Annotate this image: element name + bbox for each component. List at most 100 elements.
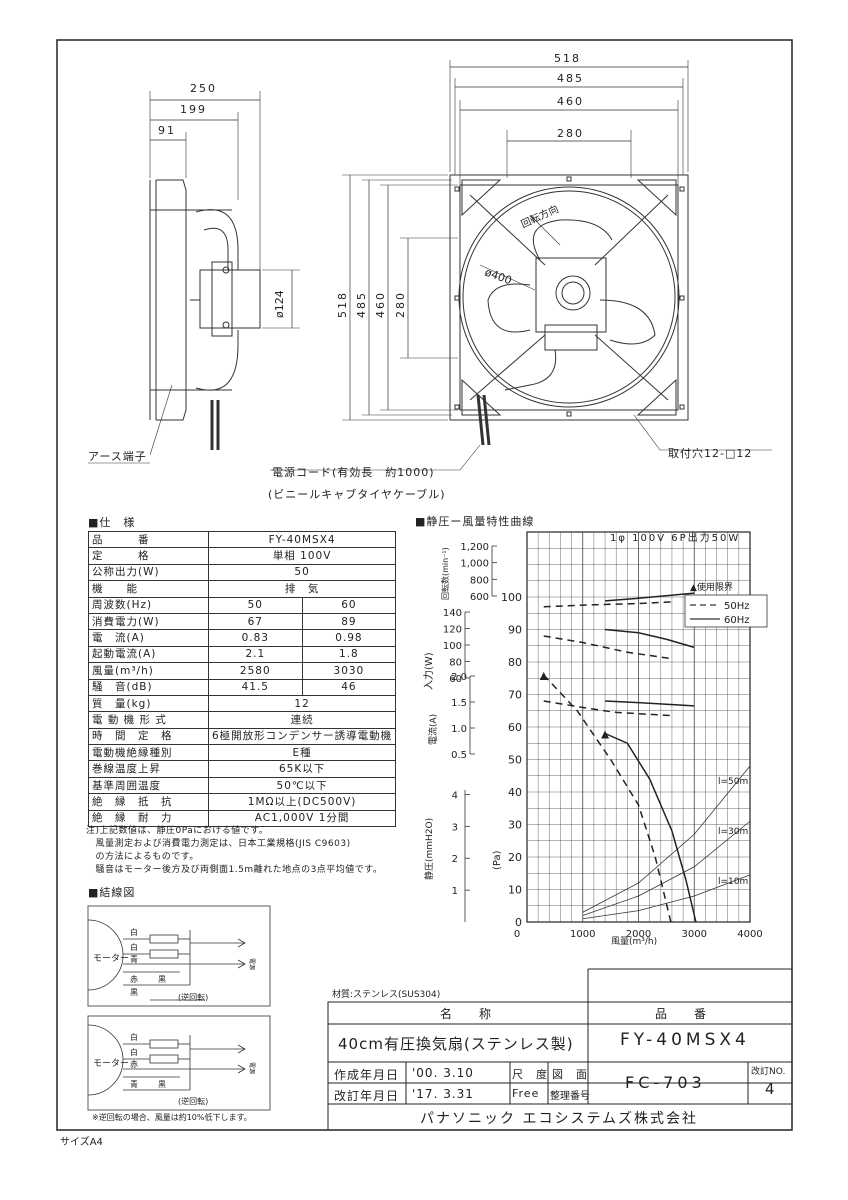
rpm-tick-label: 800	[470, 575, 489, 586]
spec-value-60hz: 60	[301, 596, 397, 614]
tb-arrange-label: 整理番号	[550, 1091, 590, 1102]
spec-notes: 注)上記数値は、静圧0Paにおける値です。 風量測定および消費電力測定は、日本工…	[86, 825, 382, 877]
pa-tick-label: 50	[508, 754, 522, 767]
wiring-white-3: 白	[130, 1032, 138, 1042]
spec-label: 基準周囲温度	[88, 776, 209, 795]
x-axis-label: 風量(m³/h)	[611, 936, 657, 947]
watt-tick-label: 120	[443, 625, 462, 636]
spec-value: E種	[207, 744, 397, 762]
wiring-black-1b: 黒	[158, 975, 166, 984]
legend-box	[684, 594, 768, 628]
spec-value-50hz: 41.5	[208, 678, 303, 696]
spec-value-60hz: 46	[301, 678, 397, 696]
spec-label: 時 間 定 格	[88, 727, 209, 746]
spec-label: 電 流(A)	[88, 629, 209, 647]
watt-tick-label: 140	[443, 608, 462, 619]
tb-revised-date: '17. 3.31	[412, 1087, 474, 1101]
wiring-white-4: 白	[130, 1047, 138, 1057]
series-60Hz-pressure-line	[604, 732, 697, 923]
tb-revised-label: 改訂年月日	[334, 1089, 400, 1103]
tb-drawing-label: 図 面	[552, 1068, 588, 1081]
spec-label: 定 格	[88, 547, 209, 565]
front-dim-left-4: 280	[394, 291, 407, 318]
x-tick-label: 4000	[737, 929, 762, 940]
limit-marker	[601, 730, 610, 739]
spec-value: 1MΩ以上(DC500V)	[207, 793, 397, 811]
mmh2o-tick-label: 2	[452, 854, 458, 865]
tb-scale: Free	[512, 1087, 540, 1100]
rpm-tick-label: 600	[470, 592, 489, 603]
front-view	[270, 60, 772, 471]
amp-axis-label: 電流(A)	[427, 714, 439, 745]
wiring-white-2: 白	[130, 942, 138, 952]
pa-tick-label: 60	[508, 721, 522, 734]
spec-value: 65K以下	[207, 760, 397, 778]
motor-dia-label: ø124	[273, 290, 286, 318]
wiring-red-2: 赤	[130, 1060, 138, 1069]
spec-label: 品 番	[88, 530, 209, 549]
blade-dia-label: ø400	[483, 266, 514, 288]
watt-axis-label: 入力(W)	[422, 652, 435, 690]
title-block	[327, 968, 793, 1131]
spec-title: ■仕 様	[88, 516, 136, 529]
series-60Hz-current-line	[605, 700, 695, 707]
pa-tick-label: 30	[508, 819, 522, 832]
chart-spec-line: 1φ 100V 6P出力50W	[610, 531, 740, 544]
side-dim-2: 199	[180, 103, 207, 116]
material-label: 材質:ステンレス(SUS304)	[332, 988, 440, 1000]
spec-value-60hz: 3030	[301, 662, 397, 680]
spec-label: 機 能	[88, 580, 209, 598]
spec-value: 50	[207, 563, 397, 582]
spec-row: 電 動 機 形 式連続	[88, 711, 397, 729]
legend-title: ▲使用限界	[690, 581, 733, 593]
watt-tick-label: 100	[443, 641, 462, 652]
spec-row: 質 量(kg)12	[88, 694, 397, 713]
cord-type-label: (ビニールキャブタイヤケーブル)	[268, 487, 446, 501]
side-dim-1: 250	[190, 82, 217, 95]
series-60Hz-speed-line	[604, 592, 695, 602]
spec-value-50hz: 50	[208, 596, 303, 614]
pa-tick-label: 100	[501, 591, 522, 604]
spec-note: 注)上記数値は、静圧0Paにおける値です。	[86, 826, 269, 836]
spec-row: 機 能排 気	[88, 580, 397, 598]
front-dim-left-1: 518	[336, 291, 349, 318]
spec-value: 排 気	[207, 580, 397, 598]
spec-note: 騒音はモーター後方及び両側面1.5m離れた地点の3点平均値です。	[86, 865, 383, 875]
duct-curve	[582, 820, 751, 916]
series-50Hz-input-line	[543, 635, 673, 660]
spec-value: AC1,000V 1分間	[207, 809, 397, 828]
front-dim-top-4: 280	[557, 127, 584, 140]
pa-tick-label: 20	[508, 851, 522, 864]
side-view	[149, 91, 300, 456]
pa-tick-label: 10	[508, 884, 522, 897]
tb-created-date: '00. 3.10	[412, 1066, 474, 1080]
spec-value: 単相 100V	[207, 547, 397, 565]
spec-label: 騒 音(dB)	[88, 678, 209, 696]
amp-tick-label: 1.5	[451, 698, 467, 709]
spec-value-50hz: 67	[208, 612, 303, 631]
sheet-size: サイズA4	[60, 1137, 103, 1148]
wiring-supply-1: 電源	[248, 958, 256, 970]
spec-note: 風量測定および消費電力測定は、日本工業規格(JIS C9603)	[86, 839, 351, 849]
wiring-black-1: 黒	[130, 988, 138, 997]
mmh2o-tick-label: 3	[452, 822, 458, 833]
spec-label: 質 量(kg)	[88, 694, 209, 713]
rpm-tick-label: 1,200	[460, 542, 489, 553]
pa-tick-label: 0	[515, 916, 522, 929]
spec-value-60hz: 0.98	[301, 629, 397, 647]
spec-label: 巻線温度上昇	[88, 760, 209, 778]
wiring-title: ■結線図	[88, 885, 135, 899]
rpm-axis-label: 回転数(min⁻¹)	[440, 547, 450, 600]
spec-label: 絶 縁 抵 抗	[88, 793, 209, 811]
